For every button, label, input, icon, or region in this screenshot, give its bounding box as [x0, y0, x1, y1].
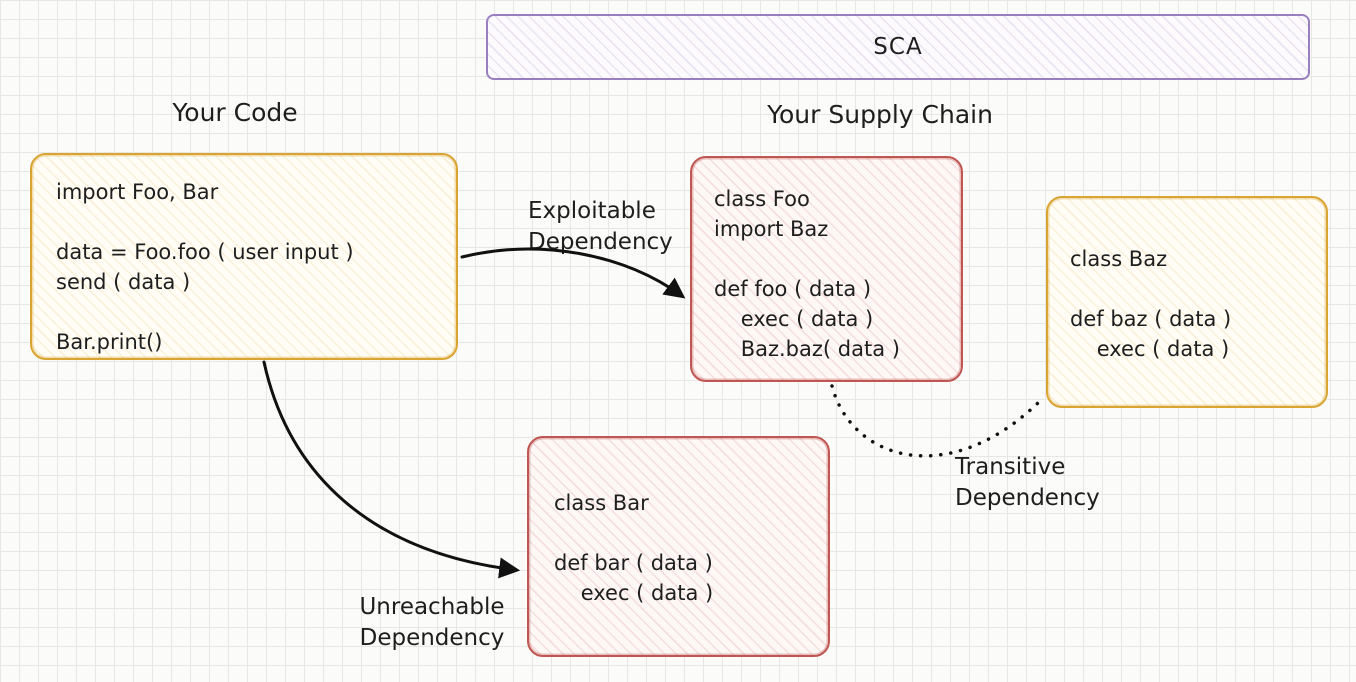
code-line: import Foo, Bar — [56, 180, 219, 204]
your-code-snippet: import Foo, Bar data = Foo.foo ( user in… — [56, 177, 432, 357]
class-bar-box: class Bar def bar ( data ) exec ( data ) — [527, 436, 830, 657]
transitive-dependency-label: Transitive Dependency — [955, 452, 1115, 514]
code-line — [554, 518, 803, 548]
edge-label-line: Transitive — [955, 454, 1066, 480]
code-line: class Bar — [554, 491, 649, 515]
code-line: exec ( data ) — [554, 581, 714, 605]
edge-label-line: Dependency — [955, 485, 1100, 511]
edge-label-line: Dependency — [528, 229, 673, 255]
code-line: exec ( data ) — [714, 307, 874, 331]
code-line: def baz ( data ) — [1070, 307, 1232, 331]
class-bar-snippet: class Bar def bar ( data ) exec ( data ) — [554, 488, 803, 608]
code-line: class Baz — [1070, 247, 1168, 271]
edge-label-line: Exploitable — [528, 198, 656, 224]
code-line: import Baz — [714, 217, 829, 241]
class-baz-box: class Baz def baz ( data ) exec ( data ) — [1046, 196, 1328, 408]
class-foo-snippet: class Foo import Baz def foo ( data ) exe… — [714, 184, 939, 364]
code-line: data = Foo.foo ( user input ) — [56, 240, 354, 264]
your-code-box: import Foo, Bar data = Foo.foo ( user in… — [30, 153, 458, 360]
code-line: exec ( data ) — [1070, 337, 1230, 361]
code-line — [714, 244, 939, 274]
sca-banner: SCA — [486, 14, 1310, 80]
edge-label-line: Dependency — [359, 625, 505, 651]
code-line — [1070, 274, 1304, 304]
code-line: def foo ( data ) — [714, 277, 872, 301]
code-line: Baz.baz( data ) — [714, 337, 900, 361]
your-code-title: Your Code — [172, 98, 298, 127]
code-line: def bar ( data ) — [554, 551, 713, 575]
code-line: send ( data ) — [56, 270, 191, 294]
unreachable-dependency-arrow — [262, 360, 521, 579]
exploitable-dependency-label: Exploitable Dependency — [528, 196, 688, 258]
unreachable-dependency-label: Unreachable Dependency — [352, 592, 512, 654]
edge-label-line: Unreachable — [359, 594, 505, 620]
sca-banner-label: SCA — [873, 34, 923, 60]
class-baz-snippet: class Baz def baz ( data ) exec ( data ) — [1070, 244, 1304, 364]
code-line: Bar.print() — [56, 330, 163, 354]
code-line — [56, 207, 432, 237]
code-line: class Foo — [714, 187, 810, 211]
transitive-dependency-dotted-arrow — [830, 384, 1045, 458]
class-foo-box: class Foo import Baz def foo ( data ) exe… — [690, 156, 963, 382]
code-line — [56, 297, 432, 327]
your-supply-chain-title: Your Supply Chain — [767, 100, 993, 129]
